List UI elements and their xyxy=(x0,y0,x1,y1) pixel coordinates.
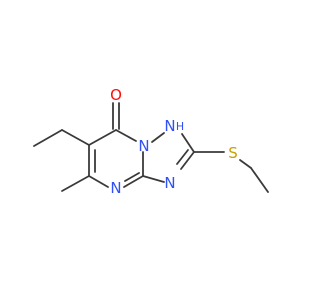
bond-c5-methyl xyxy=(61,175,90,192)
atom-nitrogen-nh: N xyxy=(164,117,175,135)
atom-nh-hydrogen: H xyxy=(176,120,184,133)
bond-c2-n3-a xyxy=(180,151,195,170)
bond-ethyl-ch3-ch2 xyxy=(33,129,63,147)
bond-ch2-ch3 xyxy=(250,167,269,193)
atom-oxygen: O xyxy=(110,86,122,104)
atom-nitrogen-triazole: N xyxy=(164,174,175,192)
molecule-structure-diagram: O N N H N N S xyxy=(33,86,269,197)
atom-nitrogen-pyrimidine: N xyxy=(110,179,121,197)
bond-nh-c2 xyxy=(181,133,195,153)
bond-n1-nh xyxy=(151,132,165,143)
bond-c6-c7 xyxy=(88,129,117,146)
bond-n4-c8a-a xyxy=(123,175,144,188)
bond-s-ch2 xyxy=(239,159,252,169)
bond-c7-n1 xyxy=(115,129,137,142)
bond-c5-n4 xyxy=(88,175,109,188)
bond-c2-n3-b xyxy=(176,149,189,165)
bond-n4-c8a-b xyxy=(124,172,140,182)
atom-nitrogen-bridge: N xyxy=(138,137,149,155)
atom-sulfur: S xyxy=(228,144,238,162)
bond-n3-c8a xyxy=(142,175,165,183)
bond-ethyl-ch2-c6 xyxy=(61,129,90,146)
